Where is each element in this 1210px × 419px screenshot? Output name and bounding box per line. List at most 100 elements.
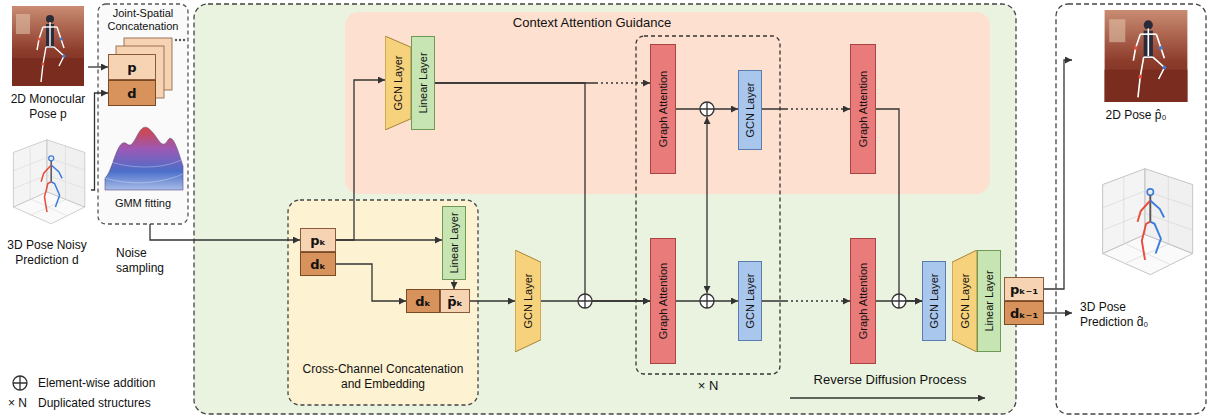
- connector-line: [762, 108, 850, 109]
- trapezoid-shape: [952, 250, 977, 352]
- exchange-arrow: [706, 117, 707, 293]
- connector-line: [876, 109, 922, 301]
- gcn-trapezoid: GCN Layer: [952, 250, 977, 352]
- linear-layer: Linear Layer: [442, 206, 466, 280]
- output-panel: [1056, 4, 1206, 414]
- graph-attention: Graph Attention: [650, 238, 676, 364]
- output-plot-node: 3D Pose Prediction d̂₀: [1072, 150, 1200, 350]
- connector-line: [88, 66, 108, 67]
- monocular-photo: [12, 6, 84, 86]
- node-label: Cross-Channel Concatenation and Embeddin…: [292, 362, 474, 392]
- graph-attention: Graph Attention: [850, 44, 876, 174]
- add-symbol: [892, 294, 906, 308]
- decor-path: [700, 102, 714, 116]
- decor-circle: [700, 102, 714, 116]
- node-label: GCN Layer: [392, 55, 405, 110]
- free-label: GMM fitting: [104, 197, 182, 210]
- legend-text: Duplicated structures: [38, 396, 188, 411]
- input-photo: 2D Monocular Pose p: [8, 4, 88, 128]
- node-label: GCN Layer: [928, 273, 941, 328]
- output-block: dₖ₋₁: [1004, 301, 1044, 325]
- graph-attention: Graph Attention: [650, 44, 676, 174]
- connector: [1044, 60, 1072, 289]
- output-photo: [1105, 10, 1188, 102]
- channel-block: pₖ: [300, 228, 336, 252]
- add-symbol: [578, 294, 592, 308]
- node-label: 2D Monocular Pose p: [8, 92, 88, 122]
- region-fill: [194, 4, 1016, 414]
- connector: [435, 83, 650, 301]
- output-block: pₖ₋₁: [1004, 277, 1044, 301]
- node-label: Graph Attention: [857, 263, 870, 339]
- node-label: 3D Pose Prediction d̂₀: [1080, 300, 1172, 330]
- edge-label: Noise sampling: [116, 246, 190, 276]
- node-label: dₖ: [310, 257, 326, 272]
- decor-path: [13, 376, 27, 390]
- connector-line: [453, 280, 454, 289]
- connector-line: [470, 300, 515, 301]
- linear-layer: Linear Layer: [411, 36, 435, 130]
- ellipsis-dot: [179, 39, 181, 41]
- legend-add-symbol: [13, 376, 27, 390]
- channel-block: dₖ: [300, 252, 336, 276]
- node-label: × N: [672, 378, 744, 394]
- region-fill: [345, 12, 990, 194]
- graph-attention: Graph Attention: [850, 238, 876, 364]
- connector: [91, 93, 108, 190]
- decor-circle: [13, 376, 27, 390]
- gcn-trapezoid: GCN Layer: [515, 250, 541, 352]
- connector: [454, 280, 455, 289]
- repeat-block: × NGraph AttentionGCN LayerGraph Attenti…: [636, 36, 780, 374]
- region-fill: [98, 4, 188, 224]
- ellipsis-dot: [183, 39, 185, 41]
- legend-text: Element-wise addition: [38, 376, 188, 391]
- add-symbol: [700, 294, 714, 308]
- connector-line: [1044, 60, 1072, 289]
- trapezoid-shape: [515, 250, 541, 352]
- decor-path: [578, 294, 592, 308]
- connector-line: [336, 80, 385, 240]
- node-label: Context Attention Guidance: [492, 15, 692, 31]
- connector: [470, 301, 515, 302]
- connector-line: [762, 300, 850, 301]
- node-label: d: [127, 86, 136, 101]
- gcn-layer: GCN Layer: [738, 261, 762, 341]
- node-label: dₖ: [415, 294, 431, 309]
- connector-line: [150, 224, 300, 240]
- node-label: Linear Layer: [983, 270, 996, 331]
- pose-card: d: [108, 80, 156, 106]
- node-label: dₖ₋₁: [1010, 306, 1038, 321]
- connector: [336, 80, 385, 240]
- linear-layer: Linear Layer: [977, 250, 1001, 352]
- connector-line: [91, 93, 108, 190]
- diffusion-region: Reverse Diffusion ProcessContext Attenti…: [194, 4, 1016, 414]
- input-3d-plot: 3D Pose Noisy Prediction d: [3, 136, 91, 272]
- decor-circle: [892, 294, 906, 308]
- node-label: Graph Attention: [657, 263, 670, 339]
- connector: [336, 240, 442, 241]
- node-label: pₖ: [310, 233, 326, 248]
- noisy-3d-plot: [13, 140, 84, 224]
- node-label: Linear Layer: [448, 212, 461, 273]
- region-fill: [636, 36, 780, 374]
- trapezoid-shape: [385, 36, 411, 130]
- node-label: GCN Layer: [744, 82, 757, 137]
- channel-block: dₖ: [406, 289, 440, 313]
- node-label: Joint-Spatial Concatenation: [98, 7, 188, 33]
- concat-panel: Joint-Spatial Concatenation pd: [98, 4, 188, 224]
- node-label: p: [127, 60, 136, 75]
- output-photo-node: 2D Pose p̂₀: [1072, 8, 1200, 136]
- node-label: Linear Layer: [417, 52, 430, 113]
- connector: [150, 224, 300, 240]
- node-label: 2D Pose p̂₀: [1072, 108, 1200, 123]
- node-label: GCN Layer: [522, 273, 535, 328]
- decor-circle: [578, 294, 592, 308]
- gcn-layer: GCN Layer: [738, 70, 762, 150]
- ellipsis-dot: [175, 39, 177, 41]
- channel-block: p̄ₖ: [440, 289, 470, 313]
- node-label: pₖ₋₁: [1010, 282, 1038, 297]
- process-arrow: [790, 397, 985, 398]
